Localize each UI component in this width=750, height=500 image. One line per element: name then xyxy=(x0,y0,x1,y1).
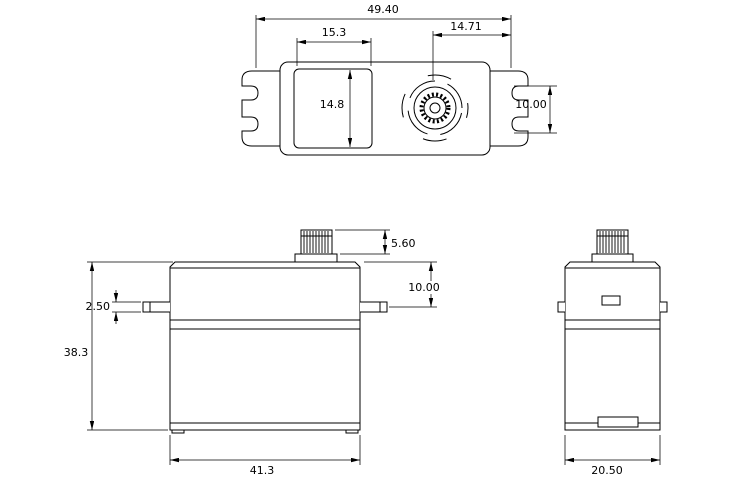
dim-front-spline-height: 5.60 xyxy=(335,229,416,255)
left-flange-side xyxy=(557,301,565,313)
dim-label-overall-width: 49.40 xyxy=(367,3,399,16)
spline-teeth-ring xyxy=(419,92,451,124)
foot-right xyxy=(345,429,359,434)
case-rib-inner xyxy=(407,80,463,136)
dim-label-shaft-offset: 14.71 xyxy=(450,20,482,33)
output-shaft-top xyxy=(401,74,469,142)
case-rib-outer xyxy=(401,74,469,142)
connector-detail-side xyxy=(597,416,639,428)
extension-lines xyxy=(335,229,390,255)
extension-lines xyxy=(112,301,141,313)
left-mount-flange xyxy=(241,70,281,147)
dim-label-body-depth: 20.50 xyxy=(591,464,623,477)
dim-label-spline-height: 5.60 xyxy=(391,237,416,250)
dim-top-shaft-offset: 14.71 xyxy=(432,20,511,80)
dim-label-backing xyxy=(405,281,443,294)
top-view: 49.40 15.3 14.71 14.8 10.00 xyxy=(241,3,557,156)
boss-detail-side xyxy=(601,295,621,306)
dim-label-inner-height: 14.8 xyxy=(320,98,345,111)
dim-top-overall-width: 49.40 xyxy=(255,3,512,68)
output-spline-front xyxy=(294,229,338,263)
shaft-screw-hole xyxy=(429,102,441,114)
spline-front xyxy=(300,229,333,255)
servo-body-side xyxy=(564,261,661,431)
dim-front-top-to-flange: 10.00 xyxy=(364,261,443,308)
extension-lines xyxy=(364,261,437,308)
servo-body-front xyxy=(169,261,361,431)
dim-front-body-height: 38.3 xyxy=(64,261,173,431)
dim-label-body-height: 38.3 xyxy=(64,346,89,359)
dim-top-left-section: 15.3 xyxy=(296,26,372,66)
dim-side-body-depth: 20.50 xyxy=(564,435,661,477)
foot-left xyxy=(171,429,185,434)
dim-front-body-width: 41.3 xyxy=(169,435,361,477)
output-spline-side xyxy=(591,229,634,263)
spline-side xyxy=(596,229,629,255)
case-top-outline xyxy=(279,61,491,156)
extension-lines xyxy=(169,435,361,465)
dim-label-body-width: 41.3 xyxy=(250,464,275,477)
case-top-label-area xyxy=(293,68,373,149)
right-mount-flange xyxy=(489,70,529,147)
dim-front-flange-thickness: 2.50 xyxy=(86,290,141,324)
left-flange-front xyxy=(142,301,170,313)
spline-teeth-front xyxy=(303,231,329,253)
spline-collar-front xyxy=(294,253,338,263)
dim-top-flange-height: 10.00 xyxy=(514,85,557,134)
dim-label-flange-height: 10.00 xyxy=(515,98,547,111)
side-view: 20.50 xyxy=(557,229,668,477)
dim-label-top-to-flange: 10.00 xyxy=(408,281,440,294)
right-flange-front xyxy=(360,301,388,313)
extension-lines xyxy=(87,261,173,431)
dim-label-flange-thickness: 2.50 xyxy=(86,300,111,313)
right-flange-side xyxy=(660,301,668,313)
dim-top-inner-height: 14.8 xyxy=(320,70,353,147)
spline-teeth-side xyxy=(599,231,625,253)
extension-lines xyxy=(255,15,512,68)
front-view: 5.60 10.00 2.50 38.3 41.3 xyxy=(64,229,443,477)
extension-lines xyxy=(564,435,661,465)
spline-core xyxy=(423,96,447,120)
spline-collar-side xyxy=(591,253,634,263)
dim-label-left-section: 15.3 xyxy=(322,26,347,39)
